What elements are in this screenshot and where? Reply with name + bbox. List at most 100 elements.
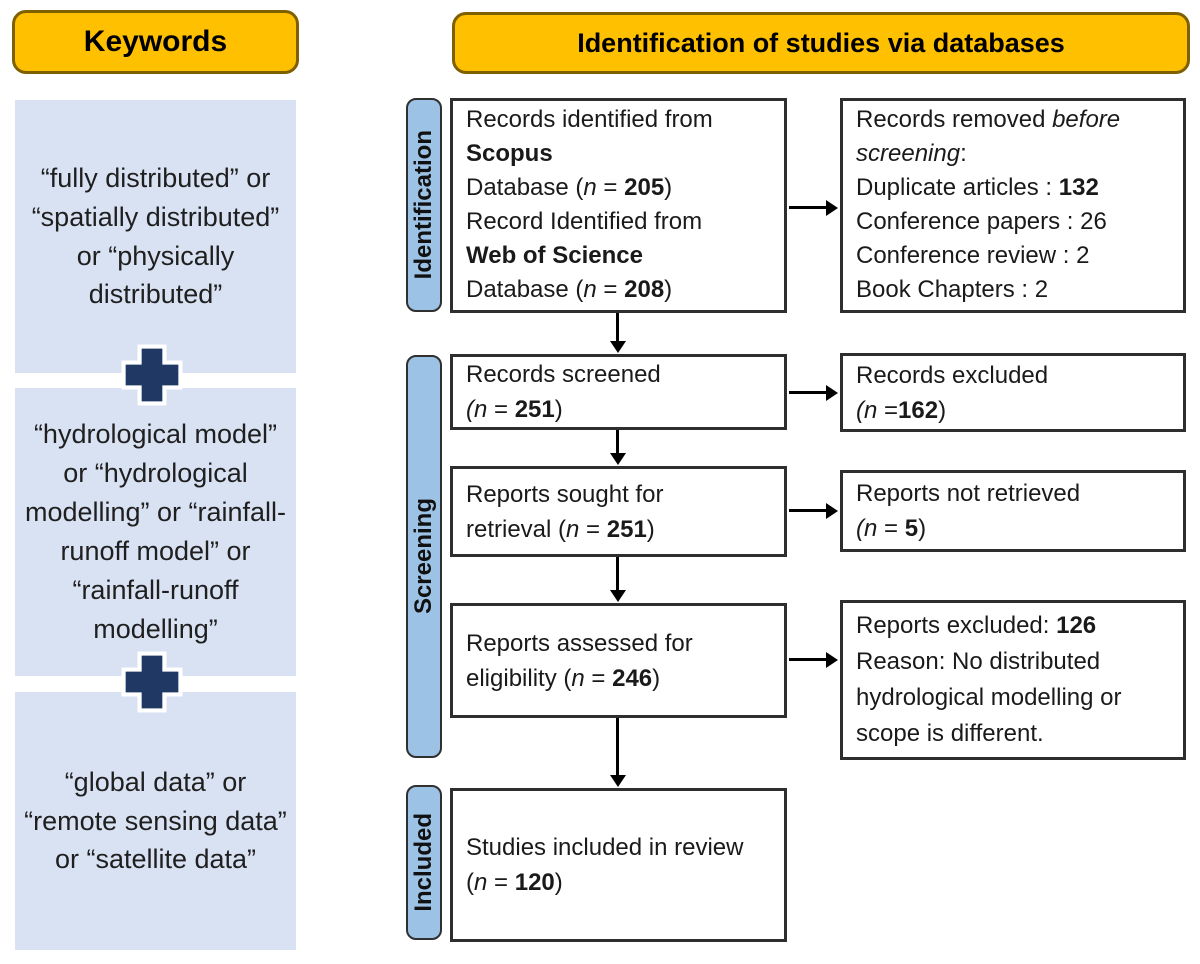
arrow-right-icon bbox=[789, 199, 838, 216]
text-line: retrieval (n = 251) bbox=[466, 512, 776, 547]
flow-header: Identification of studies via databases bbox=[452, 12, 1190, 74]
reports-not-retrieved-box: Reports not retrieved (n = 5) bbox=[840, 470, 1186, 552]
text-line: screening: bbox=[856, 137, 1175, 171]
text-segment: = bbox=[596, 276, 625, 303]
text-segment: Records removed bbox=[856, 106, 1053, 133]
text-line: Database (n = 208) bbox=[466, 273, 776, 307]
text-segment: Database ( bbox=[466, 174, 584, 201]
stage-label: Identification bbox=[410, 130, 437, 280]
text-segment: 5 bbox=[904, 515, 919, 542]
text-segment: n bbox=[583, 174, 597, 201]
text-line: Conference papers : 26 bbox=[856, 208, 1107, 235]
text-line: Records identified from bbox=[466, 103, 776, 137]
records-screened-box: Records screened (n = 251) bbox=[450, 354, 787, 430]
studies-included-box: Studies included in review (n = 120) bbox=[450, 788, 787, 942]
text-segment: 251 bbox=[606, 515, 647, 543]
keyword-box-distributed: “fully distributed” or “spatially distri… bbox=[15, 100, 296, 373]
stage-label: Screening bbox=[410, 498, 437, 615]
text-segment: Reports sought for bbox=[466, 480, 664, 508]
flow-header-label: Identification of studies via databases bbox=[577, 27, 1065, 58]
plus-icon bbox=[121, 344, 183, 406]
text-segment: 205 bbox=[624, 174, 665, 201]
text-segment: = bbox=[579, 515, 607, 543]
text-segment: ) bbox=[554, 869, 563, 896]
records-identified-box: Records identified from Scopus Database … bbox=[450, 98, 787, 313]
text-line: Records removed before bbox=[856, 103, 1175, 137]
text-segment: ) bbox=[664, 174, 673, 201]
text-segment: = bbox=[877, 396, 899, 424]
text-line: (n = 120) bbox=[466, 865, 776, 900]
text-segment: ) bbox=[646, 515, 655, 543]
stage-label: Included bbox=[410, 813, 437, 912]
text-line: Database (n = 205) bbox=[466, 171, 776, 205]
reports-excluded-box: Reports excluded: 126 Reason: No distrib… bbox=[840, 600, 1186, 760]
text-segment: ) bbox=[918, 515, 927, 542]
stage-bar-included: Included bbox=[406, 785, 442, 940]
text-segment: Duplicate articles : bbox=[856, 174, 1059, 201]
text-line: Records screened bbox=[466, 357, 776, 392]
text-line: Reason: No distributed bbox=[856, 648, 1101, 675]
text-segment: Studies included in review bbox=[466, 834, 744, 861]
text-segment: 120 bbox=[514, 869, 555, 896]
text-segment: ( bbox=[466, 869, 474, 896]
text-segment: Database ( bbox=[466, 276, 584, 303]
keywords-header-label: Keywords bbox=[83, 25, 228, 58]
text-segment: Records identified from bbox=[466, 106, 713, 133]
plus-icon bbox=[121, 651, 183, 713]
text-segment: ) bbox=[664, 276, 673, 303]
arrow-down-icon bbox=[609, 430, 626, 465]
text-segment: 126 bbox=[1056, 612, 1097, 639]
text-segment: 132 bbox=[1058, 174, 1099, 201]
text-segment: 162 bbox=[898, 396, 939, 424]
records-excluded-box: Records excluded (n =162) bbox=[840, 353, 1186, 432]
text-segment: = bbox=[584, 664, 613, 692]
text-segment: Records screened bbox=[466, 361, 661, 388]
text-line: (n = 5) bbox=[856, 511, 1175, 546]
text-line: Reports excluded: 126 bbox=[856, 608, 1175, 644]
text-segment: (n bbox=[856, 396, 878, 424]
text-segment: n bbox=[474, 869, 488, 896]
keyword-text: “global data” or “remote sensing data” o… bbox=[24, 766, 287, 875]
text-segment: n bbox=[571, 664, 585, 692]
arrow-down-icon bbox=[609, 718, 626, 787]
text-line: Reports assessed for bbox=[466, 626, 776, 661]
arrow-down-icon bbox=[609, 557, 626, 602]
text-line: Studies included in review bbox=[466, 830, 776, 865]
text-segment: 208 bbox=[624, 276, 665, 303]
text-segment: Reports excluded: bbox=[856, 612, 1057, 639]
text-line: Records excluded bbox=[856, 358, 1175, 393]
arrow-down-icon bbox=[609, 313, 626, 353]
arrow-right-icon bbox=[789, 502, 838, 519]
text-line: Web of Science bbox=[466, 242, 643, 269]
text-segment: 251 bbox=[514, 396, 555, 423]
text-segment: (n bbox=[466, 396, 488, 423]
text-segment: 246 bbox=[612, 664, 653, 692]
stage-bar-screening: Screening bbox=[406, 355, 442, 758]
text-line: Duplicate articles : 132 bbox=[856, 171, 1175, 205]
text-segment: = bbox=[596, 174, 625, 201]
text-line: Reports not retrieved bbox=[856, 476, 1175, 511]
arrow-right-icon bbox=[789, 651, 838, 668]
text-segment: = bbox=[487, 396, 515, 423]
text-line: scope is different. bbox=[856, 720, 1044, 747]
text-line: hydrological modelling or bbox=[856, 684, 1122, 711]
text-line: (n = 251) bbox=[466, 392, 776, 427]
text-segment: ) bbox=[938, 396, 947, 424]
keywords-header: Keywords bbox=[12, 10, 299, 74]
records-removed-box: Records removed before screening: Duplic… bbox=[840, 98, 1186, 313]
text-segment: before bbox=[1052, 106, 1121, 133]
keyword-text: “fully distributed” or “spatially distri… bbox=[31, 162, 280, 310]
reports-sought-box: Reports sought for retrieval (n = 251) bbox=[450, 466, 787, 557]
text-segment: : bbox=[960, 140, 967, 167]
arrow-right-icon bbox=[789, 384, 838, 401]
text-segment: eligibility ( bbox=[466, 664, 572, 692]
text-segment: ) bbox=[652, 664, 661, 692]
keyword-box-hydrological: “hydrological model” or “hydrological mo… bbox=[15, 388, 296, 676]
keyword-text: “hydrological model” or “hydrological mo… bbox=[24, 419, 287, 644]
text-segment: Records excluded bbox=[856, 361, 1049, 389]
text-segment: n bbox=[566, 515, 580, 543]
text-segment: screening bbox=[856, 140, 961, 167]
text-segment: n bbox=[583, 276, 597, 303]
text-segment: = bbox=[487, 869, 515, 896]
